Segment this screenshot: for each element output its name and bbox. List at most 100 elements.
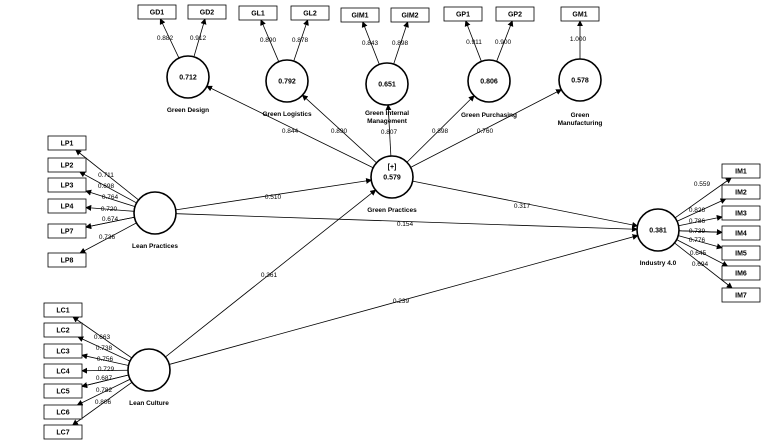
construct-green-logistics [265, 59, 309, 103]
loading-edge-lp8 [79, 222, 137, 254]
indicator-box-gd2 [187, 4, 227, 20]
indicator-box-im6 [721, 265, 761, 281]
indicator-box-gp1 [443, 6, 483, 22]
indicator-label-gim1: GIM1 [351, 13, 368, 20]
loading-edge-lp7 [85, 216, 135, 230]
loading-edge-im3 [678, 214, 723, 227]
indicator-label-im2: IM2 [735, 190, 747, 197]
construct-tag-green-practices: [+] [388, 164, 397, 171]
loading-value-im4a: 0.786 [689, 218, 706, 225]
path-coefficient-lc-i4: 0.239 [393, 298, 410, 305]
loading-edge-lc1 [72, 316, 133, 359]
construct-r2-green-purchasing: 0.806 [480, 79, 498, 86]
path-coefficient-gp-gpu: 0.898 [432, 128, 449, 135]
loading-value-lp7b: 0.674 [102, 216, 119, 223]
indicator-box-gim2 [390, 7, 430, 23]
loading-value-lc7: 0.806 [95, 399, 112, 406]
construct-r2-green-logistics: 0.792 [278, 79, 296, 86]
path-edge-lp-i4 [175, 213, 638, 233]
loading-value-lp8: 0.736 [99, 234, 116, 241]
indicator-label-lp3: LP3 [61, 183, 74, 190]
construct-industry-40 [636, 208, 680, 252]
indicator-box-im5 [721, 245, 761, 261]
indicator-box-lc3 [43, 343, 83, 359]
path-coefficient-lc-gp: 0.361 [261, 272, 278, 279]
indicator-box-lp8 [47, 252, 87, 268]
loading-value-im7: 0.694 [692, 261, 709, 268]
indicator-label-lc7: LC7 [56, 430, 69, 437]
indicator-box-gl1 [238, 5, 278, 21]
indicator-box-lc6 [43, 404, 83, 420]
loading-edge-im7 [674, 242, 733, 289]
indicator-box-lp1 [47, 135, 87, 151]
loading-value-gim1: 0.843 [362, 40, 379, 47]
loading-value-lc5b: 0.687 [96, 375, 113, 382]
loading-value-gl2: 0.878 [292, 37, 309, 44]
indicator-label-im4: IM4 [735, 231, 747, 238]
loading-value-lc4: 0.756 [97, 356, 114, 363]
path-edge-gp-i4 [412, 180, 639, 228]
loading-edge-im2 [676, 198, 727, 222]
loading-value-gm1: 1.000 [570, 36, 587, 43]
indicator-label-gl1: GL1 [251, 11, 265, 18]
indicator-box-im4 [721, 225, 761, 241]
construct-green-purchasing [467, 59, 511, 103]
indicator-label-lp1: LP1 [61, 141, 74, 148]
loading-value-lp4: 0.764 [102, 194, 119, 201]
indicator-label-lc4: LC4 [56, 369, 69, 376]
indicator-label-lc1: LC1 [56, 308, 69, 315]
edges-layer [72, 18, 733, 426]
indicator-label-im1: IM1 [735, 169, 747, 176]
indicator-box-gm1 [560, 6, 600, 22]
indicator-label-gl2: GL2 [303, 11, 317, 18]
indicator-box-im7 [721, 287, 761, 303]
loading-value-lc5a: 0.729 [98, 366, 115, 373]
indicator-label-gp1: GP1 [456, 12, 470, 19]
indicator-box-gd1 [137, 4, 177, 20]
indicator-label-lc3: LC3 [56, 349, 69, 356]
loading-value-lc3: 0.738 [96, 345, 113, 352]
indicator-label-lp7: LP7 [61, 229, 74, 236]
indicator-box-im1 [721, 163, 761, 179]
indicator-label-lp8: LP8 [61, 258, 74, 265]
indicator-label-gp2: GP2 [508, 12, 522, 19]
construct-green-internal-management [365, 62, 409, 106]
loading-edge-gp1 [464, 20, 482, 62]
path-coefficient-gp-gim: 0.807 [381, 129, 398, 136]
construct-green-design [166, 55, 210, 99]
construct-lean-culture [127, 348, 171, 392]
loading-value-im3: 0.826 [689, 207, 706, 214]
loading-value-gim2: 0.898 [392, 40, 409, 47]
loading-edge-gd1 [159, 18, 180, 59]
loading-value-lp7a: 0.720 [101, 206, 118, 213]
loading-value-lc6: 0.782 [96, 387, 113, 394]
path-coefficient-lp-i4: 0.154 [397, 221, 414, 228]
indicator-box-lc7 [43, 424, 83, 440]
loading-edge-lc4 [81, 367, 129, 374]
loading-value-gd2: 0.912 [190, 35, 207, 42]
loading-edge-lp3 [85, 189, 136, 208]
indicator-label-lp4: LP4 [61, 204, 74, 211]
path-edge-lp-gp [175, 177, 373, 211]
indicator-label-lc6: LC6 [56, 410, 69, 417]
construct-r2-green-practices: 0.579 [383, 175, 401, 182]
loading-edge-gim2 [393, 21, 409, 65]
path-coefficient-gp-gd: 0.844 [282, 128, 299, 135]
construct-r2-green-manufacturing: 0.578 [571, 78, 589, 85]
loading-value-gd1: 0.882 [157, 35, 174, 42]
path-edge-lc-gp [165, 189, 377, 358]
loading-edge-gim1 [361, 21, 380, 65]
indicator-box-lc2 [43, 322, 83, 338]
construct-name-green-logistics: Green Logistics [262, 111, 312, 118]
loading-edge-lp2 [79, 171, 137, 204]
loading-edge-im5 [678, 235, 723, 250]
construct-name-lean-practices: Lean Practices [132, 243, 178, 250]
loading-edge-lc5 [81, 374, 129, 389]
construct-r2-industry-40: 0.381 [649, 228, 667, 235]
indicator-box-im2 [721, 184, 761, 200]
indicator-box-gp2 [495, 6, 535, 22]
indicator-box-lc4 [43, 363, 83, 379]
construct-r2-green-internal-management: 0.651 [378, 82, 396, 89]
construct-name-green-design: Green Design [167, 107, 209, 114]
